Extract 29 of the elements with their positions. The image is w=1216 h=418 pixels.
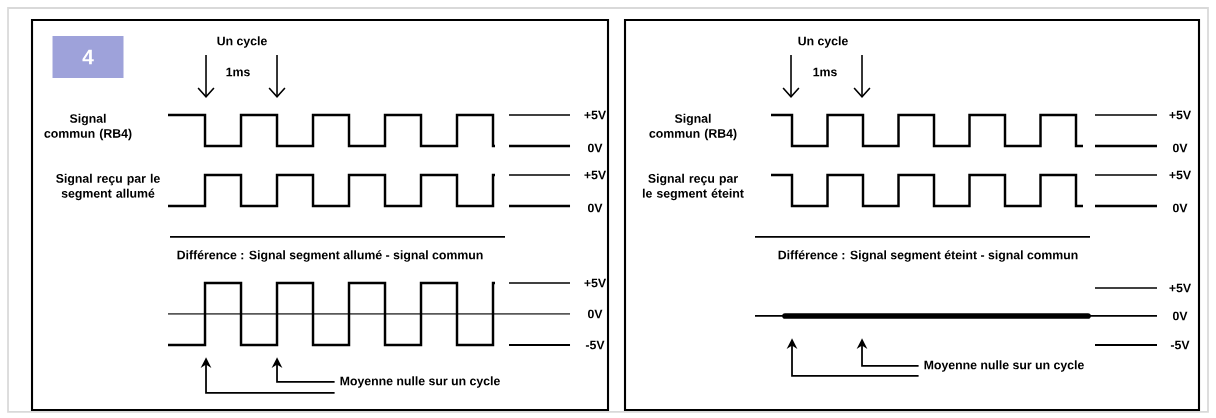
label: 0V xyxy=(588,309,603,319)
label: Signal reçu par le segment éteint xyxy=(642,173,744,201)
label: Signal commun (RB4) xyxy=(44,113,132,141)
label: Un cycle xyxy=(217,36,267,48)
square-wave xyxy=(168,281,497,347)
label: 1ms xyxy=(813,67,837,77)
label: +5V xyxy=(584,170,606,180)
label: +5V xyxy=(1169,283,1191,293)
label: -5V xyxy=(1170,340,1190,350)
label: 0V xyxy=(588,203,603,213)
leader-text: Moyenne nulle sur un cycle xyxy=(924,360,1084,372)
label: +5V xyxy=(584,110,606,120)
label: 0V xyxy=(1173,143,1188,153)
label: Différence : Signal segment éteint - signal commun xyxy=(778,250,1078,262)
label: 1ms xyxy=(226,67,250,77)
leader-text: Moyenne nulle sur un cycle xyxy=(340,376,500,388)
label: 0V xyxy=(588,143,603,153)
label: -5V xyxy=(585,340,605,350)
label: Signal commun (RB4) xyxy=(649,113,737,141)
label: Signal reçu par le segment allumé xyxy=(56,173,160,201)
figure-number-badge: 4 xyxy=(52,36,124,78)
flat-signal xyxy=(782,313,1091,319)
label: Un cycle xyxy=(798,36,848,48)
label: Différence : Signal segment allumé - signal commun xyxy=(177,250,483,262)
label: +5V xyxy=(584,278,606,288)
label: 0V xyxy=(1173,311,1188,321)
label: +5V xyxy=(1169,170,1191,180)
label: +5V xyxy=(1169,110,1191,120)
label: 0V xyxy=(1173,203,1188,213)
